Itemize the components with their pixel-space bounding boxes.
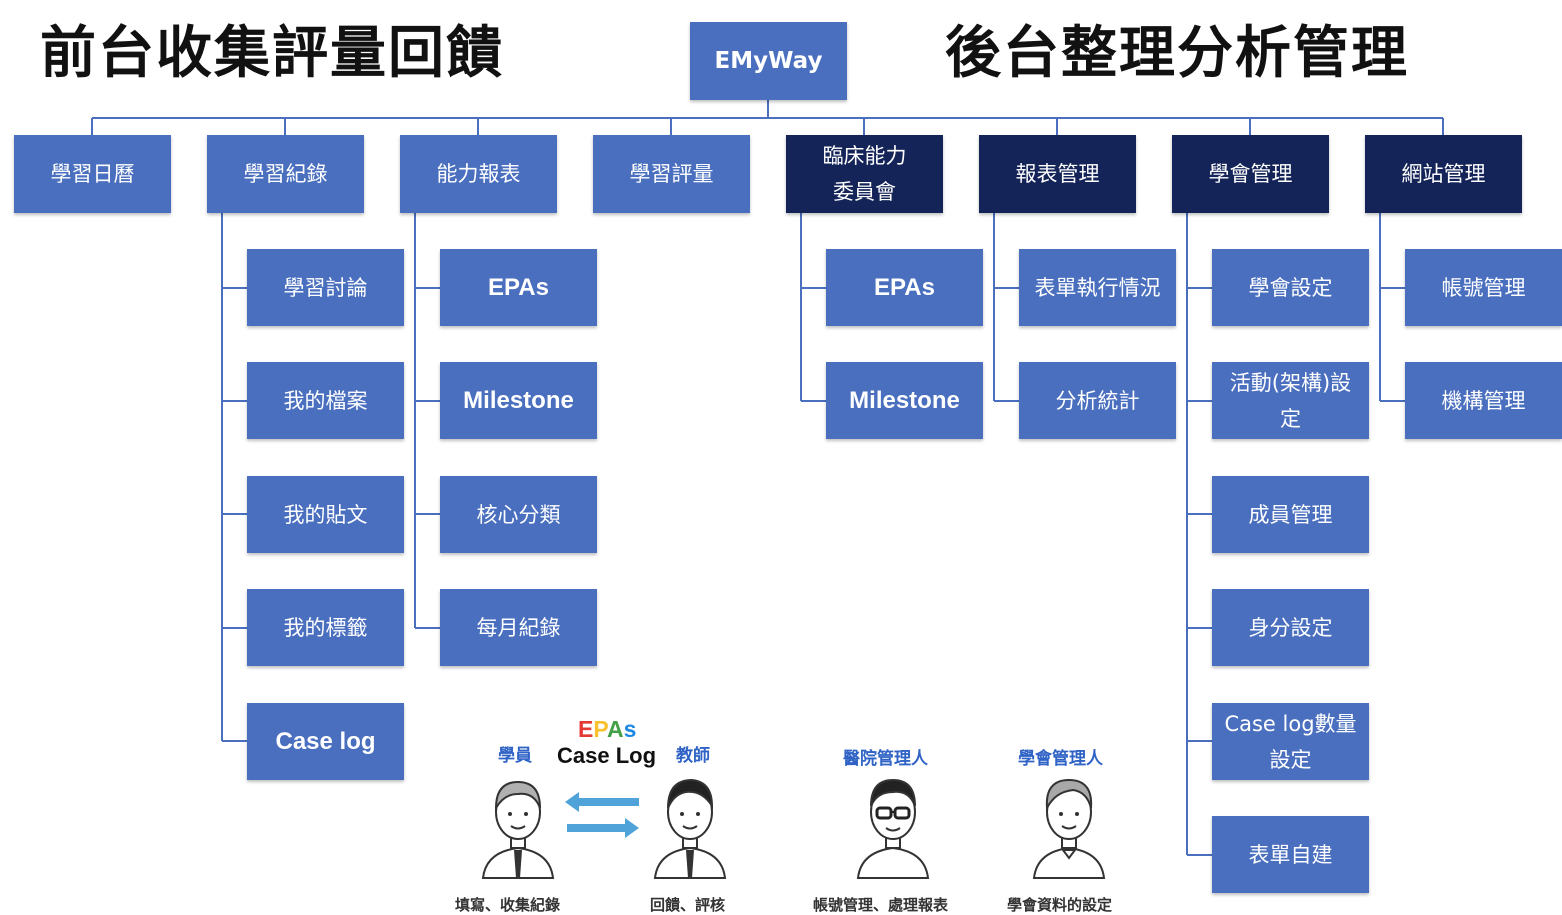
- child-label: Milestone: [849, 386, 960, 414]
- child-analysis-stats: 分析統計: [1019, 362, 1176, 439]
- child-label: 身分設定: [1248, 615, 1333, 640]
- caption-student: 填寫、收集紀錄: [455, 896, 561, 914]
- node-clinical-competency-committee: 臨床能力 委員會: [786, 135, 943, 213]
- child-member-management: 成員管理: [1212, 476, 1369, 553]
- node-label: 學習日曆: [50, 162, 135, 186]
- child-society-settings: 學會設定: [1212, 249, 1369, 326]
- epas-letter: s: [623, 716, 637, 742]
- child-milestone: Milestone: [440, 362, 597, 439]
- student-label: 學員: [498, 746, 532, 766]
- child-epas: EPAs: [440, 249, 597, 326]
- child-custom-forms: 表單自建: [1212, 816, 1369, 893]
- child-monthly-record: 每月紀錄: [440, 589, 597, 666]
- child-form-execution: 表單執行情況: [1019, 249, 1176, 326]
- node-label-line1: 臨床能力: [822, 144, 907, 168]
- frontend-title: 前台收集評量回饋: [40, 21, 504, 86]
- child-label: 學會設定: [1248, 275, 1333, 300]
- node-site-management: 網站管理: [1365, 135, 1522, 213]
- node-label: 能力報表: [436, 162, 521, 186]
- student-icon: [481, 780, 555, 879]
- node-learning-calendar: 學習日曆: [14, 135, 171, 213]
- child-learning-discussion: 學習討論: [247, 249, 404, 326]
- epas-letter: P: [593, 716, 607, 742]
- child-core-category: 核心分類: [440, 476, 597, 553]
- child-label-line1: Case log數量: [1224, 711, 1357, 736]
- child-ccc-epas: EPAs: [826, 249, 983, 326]
- child-label: 表單自建: [1248, 842, 1333, 867]
- child-ccc-milestone: Milestone: [826, 362, 983, 439]
- child-label: Case log: [275, 727, 376, 755]
- society-admin-icon: [1032, 778, 1106, 879]
- node-label: 學習紀錄: [243, 162, 328, 186]
- child-label-line2: 定: [1280, 406, 1301, 431]
- child-label: 我的標籤: [283, 615, 368, 640]
- node-label: 學會管理: [1208, 162, 1293, 186]
- child-label-line2: 設定: [1269, 747, 1312, 772]
- child-label: EPAs: [874, 273, 935, 301]
- child-label: 每月紀錄: [476, 615, 561, 640]
- caption-society: 學會資料的設定: [1007, 896, 1113, 914]
- node-label-line2: 委員會: [833, 180, 896, 204]
- exchange-arrows-icon: [565, 792, 639, 838]
- node-society-management: 學會管理: [1172, 135, 1329, 213]
- child-my-files: 我的檔案: [247, 362, 404, 439]
- backend-title: 後台整理分析管理: [945, 21, 1409, 86]
- hospital-admin-label: 醫院管理人: [843, 749, 928, 769]
- epas-letter: A: [606, 716, 624, 742]
- child-label: 學習討論: [283, 275, 368, 300]
- child-label: Milestone: [463, 386, 574, 414]
- child-my-tags: 我的標籤: [247, 589, 404, 666]
- child-caselog-quota-settings: Case log數量 設定: [1212, 703, 1369, 780]
- child-label: 帳號管理: [1441, 275, 1526, 300]
- epas-letter: E: [578, 716, 594, 742]
- node-competency-report: 能力報表: [400, 135, 557, 213]
- child-label: 核心分類: [476, 502, 561, 527]
- child-account-management: 帳號管理: [1405, 249, 1562, 326]
- root-node: EMyWay: [690, 22, 847, 100]
- child-label: 機構管理: [1441, 388, 1526, 413]
- child-label: 分析統計: [1055, 388, 1140, 413]
- node-report-management: 報表管理: [979, 135, 1136, 213]
- node-label: 網站管理: [1401, 162, 1486, 186]
- node-learning-record: 學習紀錄: [207, 135, 364, 213]
- teacher-icon: [653, 778, 727, 879]
- child-identity-settings: 身分設定: [1212, 589, 1369, 666]
- child-label: 成員管理: [1248, 502, 1333, 527]
- child-institution-management: 機構管理: [1405, 362, 1562, 439]
- hospital-admin-icon: [856, 778, 930, 879]
- child-label-line1: 活動(架構)設: [1229, 370, 1352, 395]
- root-label: EMyWay: [714, 48, 823, 74]
- caselog-label: Case Log: [557, 743, 657, 768]
- society-admin-label: 學會管理人: [1018, 749, 1103, 769]
- teacher-label: 教師: [676, 746, 710, 766]
- child-my-posts: 我的貼文: [247, 476, 404, 553]
- child-case-log: Case log: [247, 703, 404, 780]
- node-learning-assessment: 學習評量: [593, 135, 750, 213]
- caption-teacher: 回饋、評核: [650, 896, 726, 914]
- node-label: 報表管理: [1015, 162, 1100, 186]
- caption-hospital: 帳號管理、處理報表: [813, 896, 949, 914]
- child-label: 我的檔案: [283, 388, 368, 413]
- epas-logo: EPAs: [578, 716, 636, 743]
- node-label: 學習評量: [629, 162, 714, 186]
- child-activity-settings: 活動(架構)設 定: [1212, 362, 1369, 439]
- child-label: 表單執行情況: [1034, 275, 1161, 300]
- child-label: 我的貼文: [283, 502, 368, 527]
- child-label: EPAs: [488, 273, 549, 301]
